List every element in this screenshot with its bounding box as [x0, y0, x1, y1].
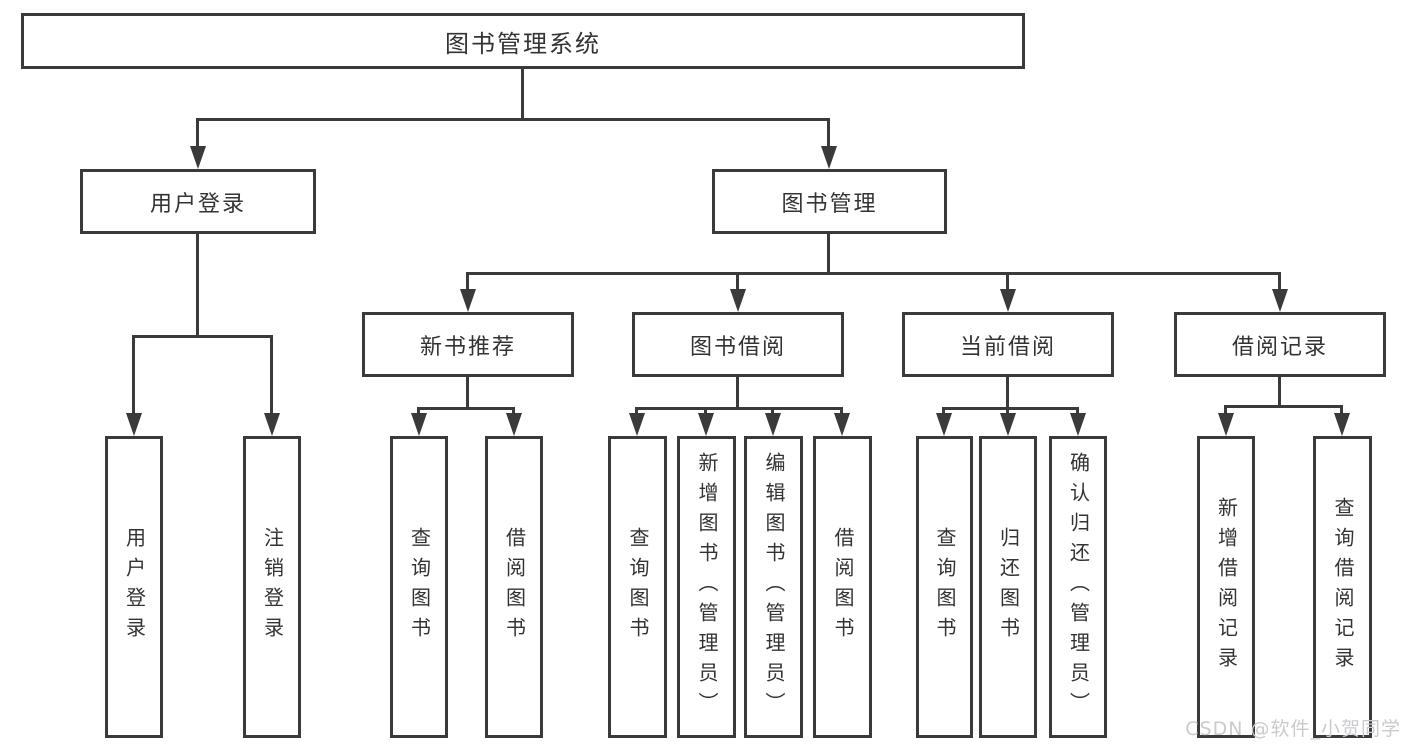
root-to-level2-drop [827, 118, 830, 149]
root-to-level2-stem [521, 69, 524, 121]
node-book-management: 图书管理 [712, 169, 947, 234]
borrow-record-to-children-drop [1224, 405, 1227, 416]
arrow-down-icon [190, 146, 206, 169]
arrow-down-icon [411, 413, 427, 436]
leaf-query-books-borrow: 查询图书 [608, 436, 667, 738]
borrow-record-to-children-stem [1278, 377, 1281, 408]
user-login-to-children-drop [132, 335, 135, 416]
book-borrow-to-children-drop [704, 407, 707, 416]
new-book-to-children-rail [417, 407, 515, 410]
current-borrow-to-children-drop [1006, 407, 1009, 416]
book-mgmt-to-level3-stem [827, 234, 830, 275]
arrow-down-icon [1070, 413, 1086, 436]
arrow-down-icon [126, 413, 142, 436]
leaf-add-books-admin: 新增图书（管理员） [677, 436, 736, 738]
arrow-down-icon [1000, 289, 1016, 312]
borrow-record-to-children-rail [1224, 405, 1343, 408]
arrow-down-icon [460, 289, 476, 312]
node-book-borrowing: 图书借阅 [632, 312, 844, 377]
arrow-down-icon [730, 289, 746, 312]
book-borrow-to-children-drop [635, 407, 638, 416]
current-borrow-to-children-drop [942, 407, 945, 416]
leaf-confirm-return-admin: 确认归还（管理员） [1049, 436, 1107, 738]
leaf-add-borrow-record: 新增借阅记录 [1197, 436, 1255, 738]
leaf-borrow-books: 借阅图书 [813, 436, 872, 738]
leaf-edit-books-admin: 编辑图书（管理员） [744, 436, 803, 738]
current-borrow-to-children-rail [942, 407, 1079, 410]
book-borrow-to-children-rail [635, 407, 843, 410]
root-to-level2-rail [196, 118, 830, 121]
book-mgmt-to-level3-drop [466, 272, 469, 292]
user-login-to-children-drop [270, 335, 273, 416]
borrow-record-to-children-drop [1340, 405, 1343, 416]
leaf-query-books-current: 查询图书 [916, 436, 973, 738]
leaf-return-books: 归还图书 [979, 436, 1037, 738]
book-borrow-to-children-stem [736, 377, 739, 410]
arrow-down-icon [834, 413, 850, 436]
root-to-level2-drop [196, 118, 199, 149]
node-current-borrowing: 当前借阅 [902, 312, 1114, 377]
leaf-borrow-books-recommend: 借阅图书 [485, 436, 543, 738]
arrow-down-icon [1272, 289, 1288, 312]
node-user-login: 用户登录 [80, 169, 316, 234]
arrow-down-icon [629, 413, 645, 436]
arrow-down-icon [506, 413, 522, 436]
node-borrowing-records: 借阅记录 [1174, 312, 1386, 377]
book-borrow-to-children-drop [771, 407, 774, 416]
new-book-to-children-drop [512, 407, 515, 416]
arrow-down-icon [1000, 413, 1016, 436]
leaf-user-login: 用户登录 [105, 436, 163, 738]
node-new-book-recommend: 新书推荐 [362, 312, 574, 377]
arrow-down-icon [821, 146, 837, 169]
arrow-down-icon [765, 413, 781, 436]
csdn-watermark: CSDN @软件_小贺同学 [1185, 718, 1401, 740]
book-mgmt-to-level3-rail [466, 272, 1281, 275]
new-book-to-children-drop [417, 407, 420, 416]
book-mgmt-to-level3-drop [736, 272, 739, 292]
current-borrow-to-children-drop [1076, 407, 1079, 416]
arrow-down-icon [698, 413, 714, 436]
book-mgmt-to-level3-drop [1006, 272, 1009, 292]
current-borrow-to-children-stem [1006, 377, 1009, 410]
arrow-down-icon [264, 413, 280, 436]
leaf-query-borrow-record: 查询借阅记录 [1313, 436, 1372, 738]
arrow-down-icon [936, 413, 952, 436]
book-borrow-to-children-drop [840, 407, 843, 416]
user-login-to-children-stem [196, 234, 199, 338]
new-book-to-children-stem [466, 377, 469, 410]
user-login-to-children-rail [132, 335, 273, 338]
node-book-management-system: 图书管理系统 [21, 13, 1025, 69]
arrow-down-icon [1334, 413, 1350, 436]
book-mgmt-to-level3-drop [1278, 272, 1281, 292]
arrow-down-icon [1218, 413, 1234, 436]
leaf-query-books-recommend: 查询图书 [390, 436, 448, 738]
leaf-logout: 注销登录 [243, 436, 301, 738]
